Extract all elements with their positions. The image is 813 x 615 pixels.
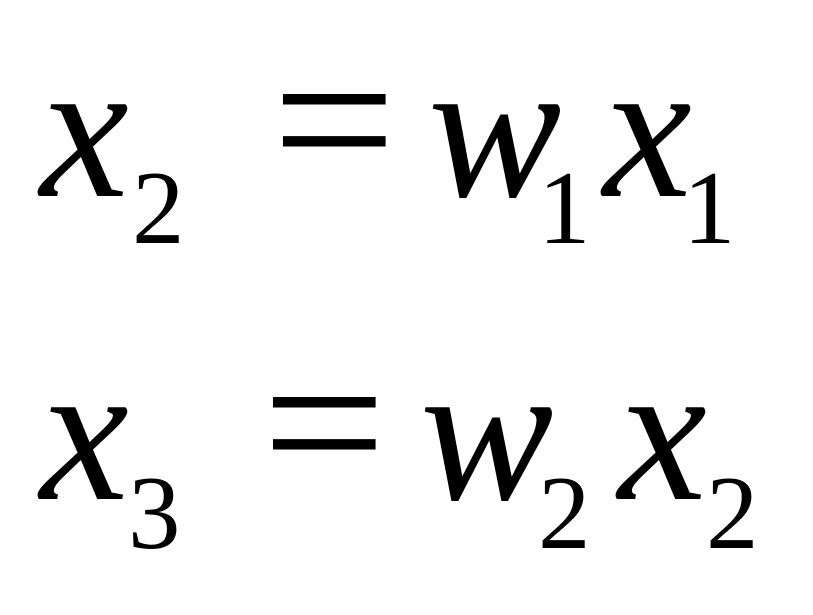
equation-2-lhs-variable: x [40, 322, 129, 543]
equation-1: x 2 = w 1 x 1 [0, 0, 813, 300]
equation-2: x 3 = w 2 x 2 [0, 305, 813, 605]
equation-1-rhs-term-2-variable: x [603, 19, 692, 240]
equation-1-lhs-variable: x [40, 19, 129, 240]
equation-1-rhs-term-1-variable: w [428, 19, 562, 240]
equation-1-lhs-subscript: 2 [132, 149, 185, 266]
equation-2-rhs-term-1-subscript: 2 [538, 454, 591, 571]
equation-2-rhs-term-2-variable: x [618, 322, 707, 543]
equation-1-rhs-term-1-subscript: 1 [538, 149, 591, 266]
equation-1-rhs-term-2-subscript: 1 [683, 149, 736, 266]
equation-2-lhs-subscript: 3 [128, 454, 181, 571]
equation-2-rhs-term-2-subscript: 2 [706, 454, 759, 571]
equation-2-rhs-term-1-variable: w [420, 322, 554, 543]
equation-1-equals-sign: = [272, 4, 397, 236]
equation-2-equals-sign: = [262, 307, 387, 539]
